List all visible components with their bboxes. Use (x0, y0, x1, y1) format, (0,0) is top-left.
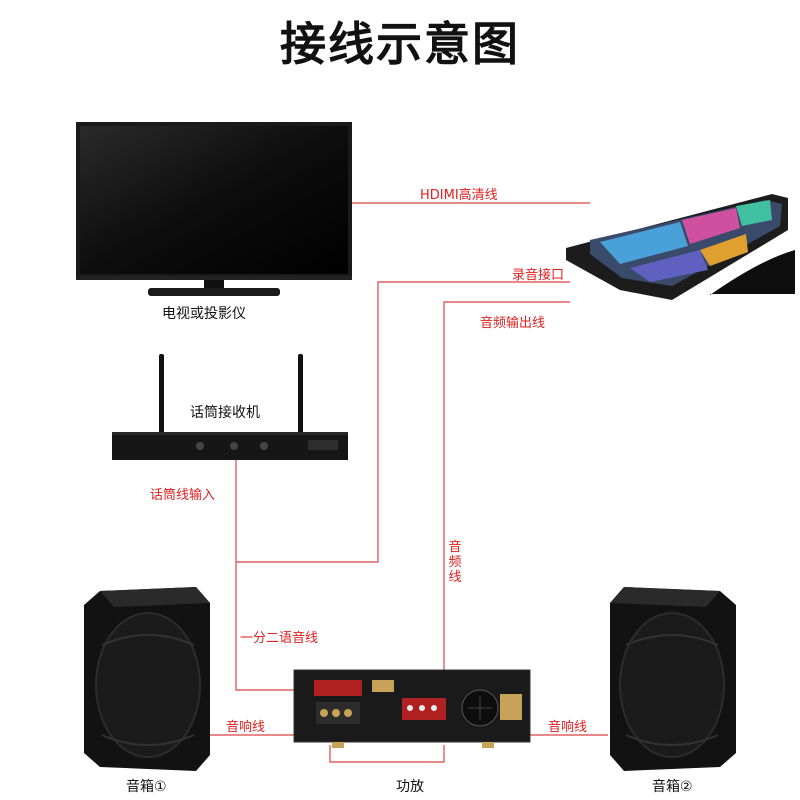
mic-receiver-label: 话筒接收机 (190, 405, 260, 421)
amplifier-icon (293, 669, 531, 748)
speaker-left-icon (84, 587, 210, 771)
hdmi-cable-label: HDIMI高清线 (420, 188, 498, 203)
audio-line-vertical-label: 音 频 线 (448, 540, 462, 585)
tv-icon (76, 122, 352, 296)
mic-input-label: 话筒线输入 (150, 488, 216, 503)
mic-receiver-icon (112, 354, 348, 460)
karaoke-tablet-icon (566, 194, 795, 300)
page-title: 接线示意图 (280, 17, 520, 71)
audio-output-wire (443, 301, 570, 672)
splitter-cable-label: 一分二语音线 (240, 631, 319, 646)
record-port-wire (236, 281, 570, 563)
record-port-label: 录音接口 (512, 268, 565, 283)
speaker-cable-left-label: 音响线 (226, 720, 266, 735)
mic-input-wire (235, 458, 300, 691)
amplifier-label: 功放 (396, 779, 424, 795)
speaker-cable-right-label: 音响线 (548, 720, 588, 735)
speaker-left-label: 音箱① (126, 779, 167, 795)
speaker-right-label: 音箱② (652, 779, 693, 795)
speaker-right-icon (610, 587, 736, 771)
audio-output-label: 音频输出线 (480, 316, 546, 331)
amp-bottom-wire (329, 745, 445, 763)
tv-label: 电视或投影仪 (162, 306, 246, 322)
